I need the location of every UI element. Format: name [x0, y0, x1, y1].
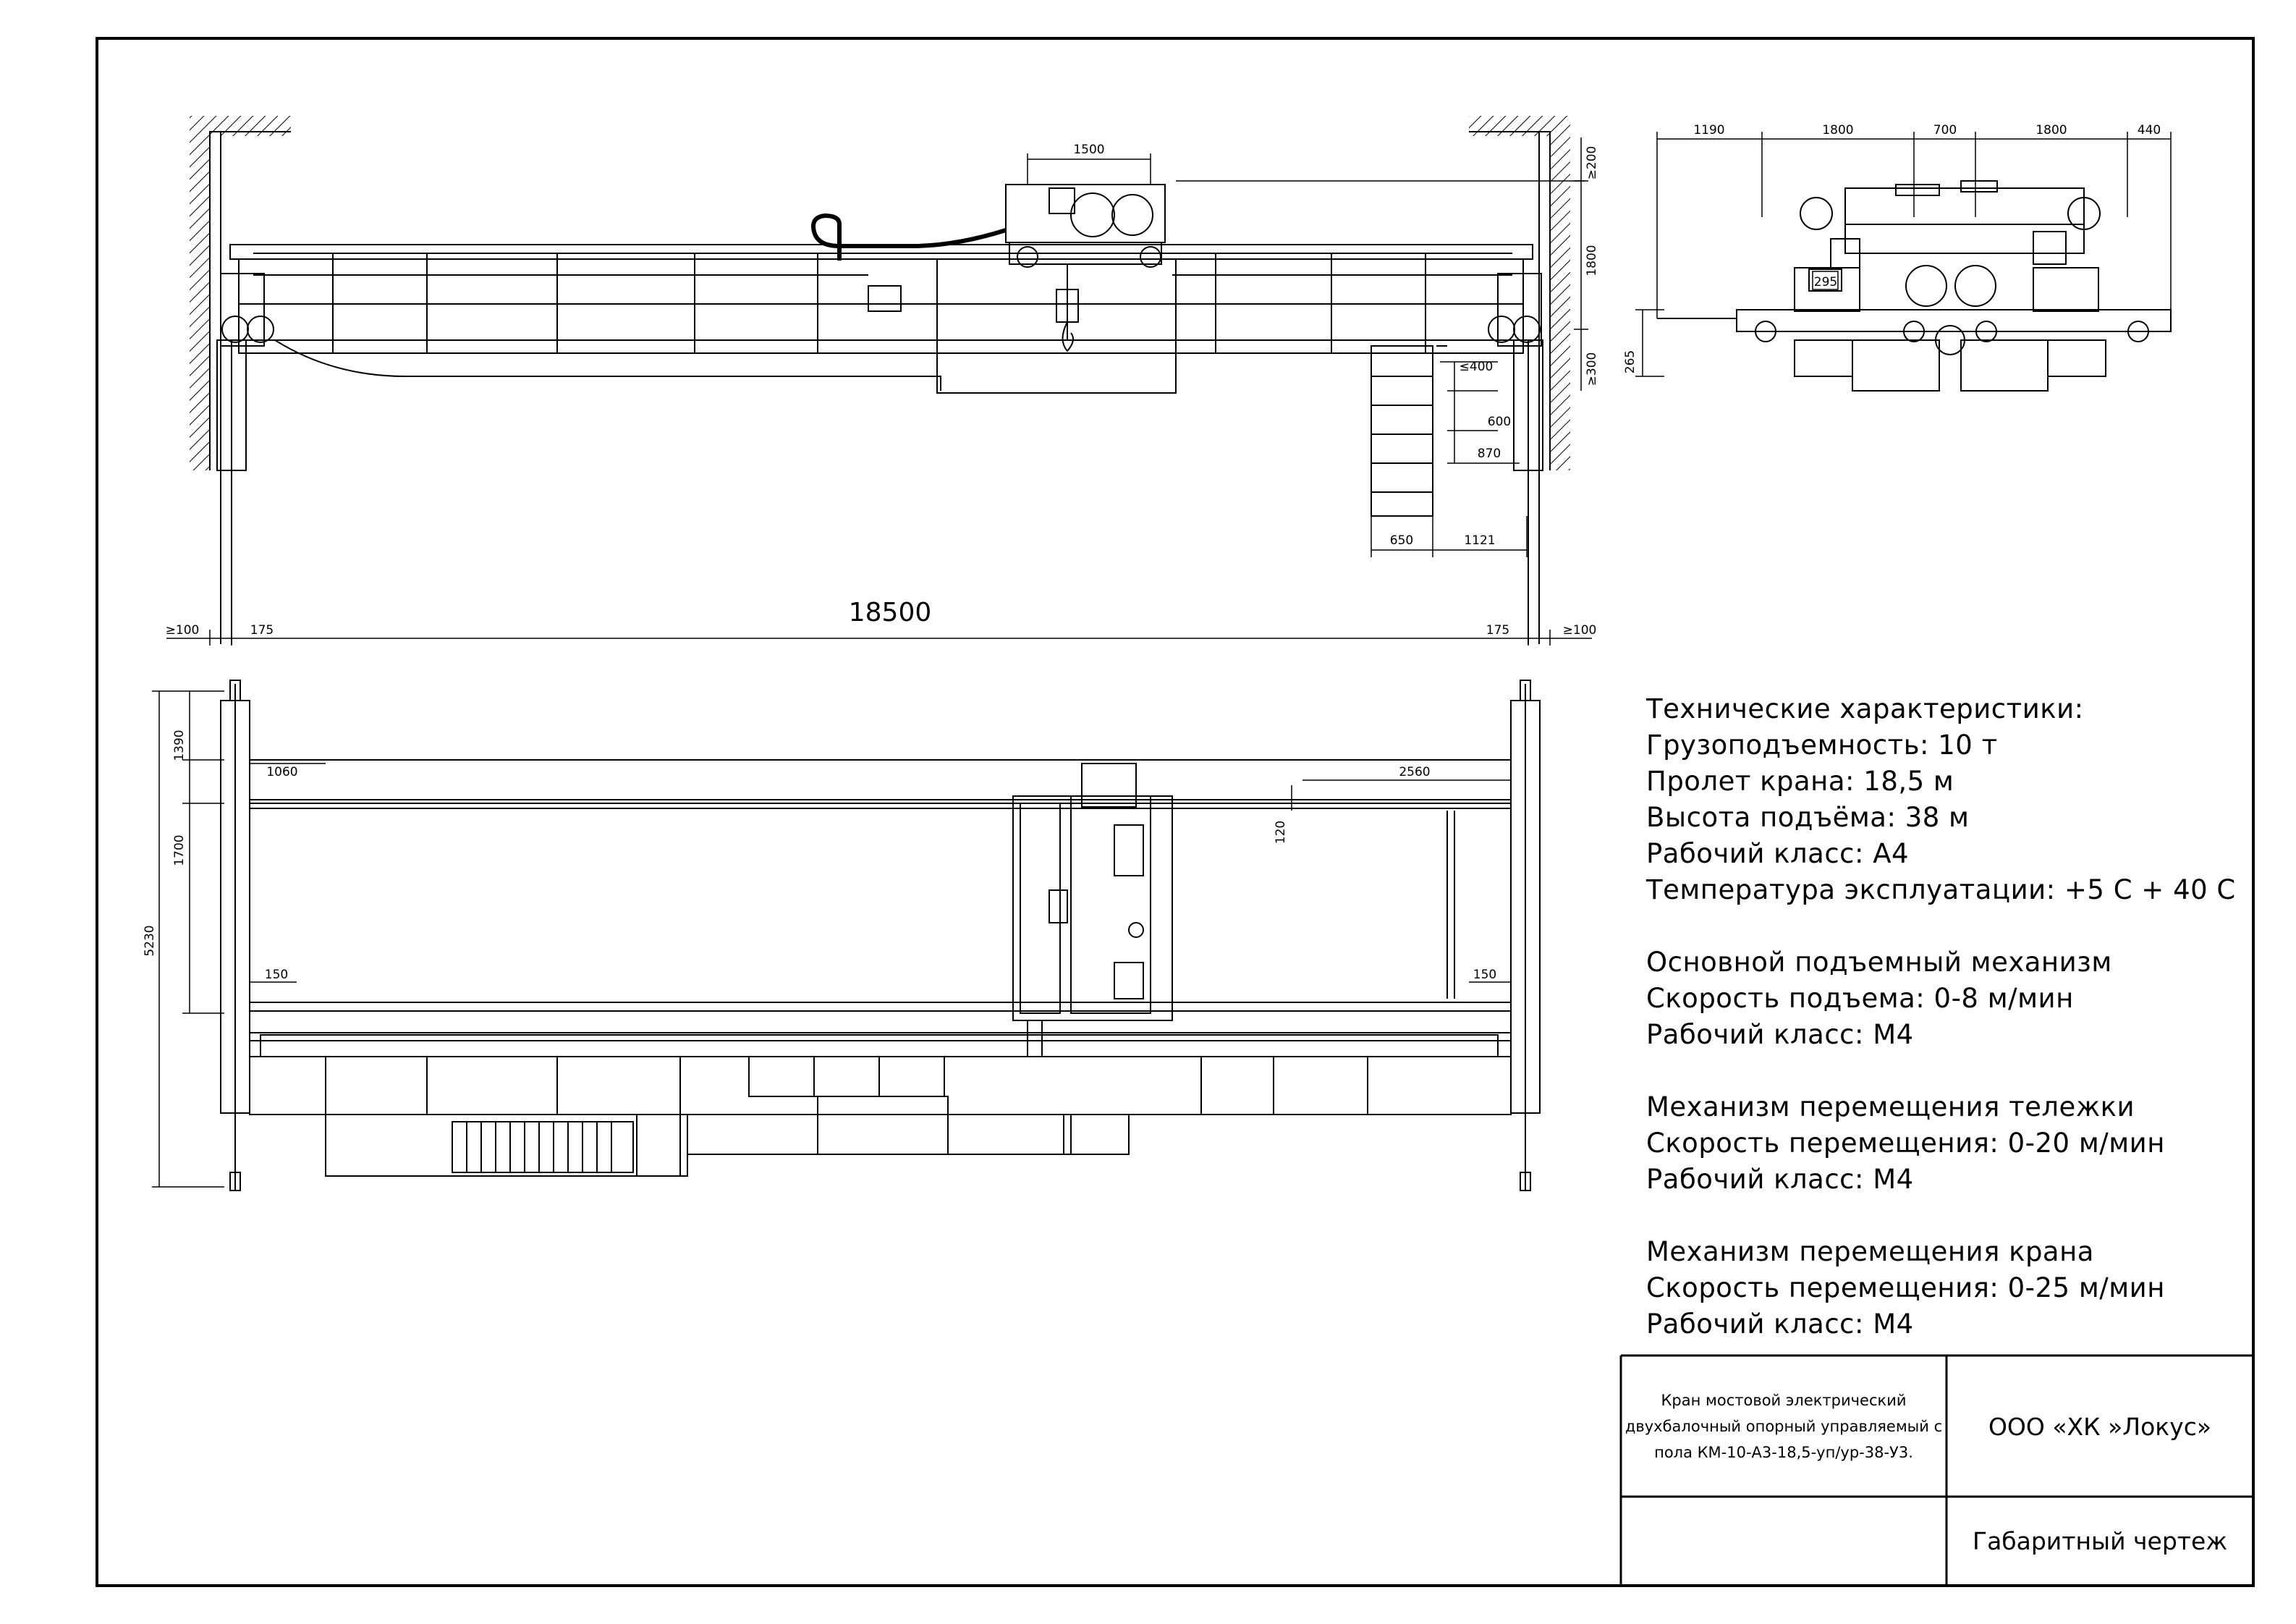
end-view-dimensions	[1635, 132, 2172, 377]
dim-ladder-offset-1: 600	[1488, 415, 1511, 429]
dim-ladder-position: 1121	[1464, 533, 1495, 548]
spec-capacity: Грузоподъемность: 10 т	[1646, 729, 1998, 761]
end-view	[1657, 180, 2172, 392]
spec-span: Пролет крана: 18,5 м	[1646, 766, 1954, 797]
side-view-dimension-labels: 1500 ≥200 1800 ≥300 ≤400 600 870 650 112…	[166, 143, 1599, 638]
dim-right-rail-offset: 175	[1486, 623, 1509, 638]
end-view-dimension-labels: 1190 1800 700 1800 440 295 265	[1623, 123, 2161, 373]
dim-left-rail-offset: 175	[250, 623, 274, 638]
side-elevation-view	[190, 116, 1570, 644]
dim-end-seg-4: 1800	[2036, 123, 2067, 138]
title-block-frame	[1619, 1354, 2253, 1586]
dim-end-seg-3: 700	[1933, 123, 1957, 138]
spec-duty-class: Рабочий класс: А4	[1646, 838, 1910, 869]
spec-trolley-speed: Скорость перемещения: 0-20 м/мин	[1646, 1128, 2165, 1159]
dim-end-small: 295	[1814, 275, 1837, 289]
plan-view-dimensions	[152, 690, 1511, 1188]
spec-crane-class: Рабочий класс: М4	[1646, 1308, 1914, 1340]
dim-rail-height: 265	[1623, 350, 1638, 373]
title-block-company: ООО «ХК »Локус»	[1988, 1412, 2212, 1441]
spec-trolley-heading: Механизм перемещения тележки	[1646, 1091, 2135, 1122]
title-block-product: Кран мостовой электрический двухбалочный…	[1623, 1358, 1944, 1495]
product-line-2: двухбалочный опорный управляемый с	[1624, 1418, 1943, 1435]
dim-clearance-top: ≥200	[1585, 146, 1599, 180]
title-block-drawing-type: Габаритный чертеж	[1972, 1527, 2228, 1555]
dim-ladder-offset-2: 870	[1478, 447, 1501, 461]
dim-left-clearance: ≥100	[166, 623, 200, 638]
dim-trolley-wheelbase: 1500	[1073, 143, 1104, 157]
technical-specifications: Технические характеристики: Грузоподъемн…	[1646, 691, 2236, 1342]
product-line-3: пола КМ-10-А3-18,5-уп/ур-38-У3.	[1654, 1444, 1913, 1461]
plan-view-dimension-labels: 1390 1700 5230 1060 2560 120 150 150	[143, 729, 1496, 982]
dim-left-stop: 1060	[266, 765, 297, 779]
spec-trolley-class: Рабочий класс: М4	[1646, 1164, 1914, 1195]
dim-stop-offset: 120	[1274, 821, 1288, 844]
dim-right-buffer: 150	[1473, 968, 1496, 982]
dim-right-clearance: ≥100	[1563, 623, 1597, 638]
drawing-frame	[96, 37, 2255, 1587]
dim-left-buffer: 150	[265, 968, 288, 982]
dim-right-stop: 2560	[1399, 765, 1430, 779]
spec-hoist-class: Рабочий класс: М4	[1646, 1019, 1914, 1050]
spec-temperature: Температура эксплуатации: +5 С + 40 С	[1646, 874, 2236, 905]
dim-walkway-offset: ≤400	[1460, 360, 1494, 374]
dim-height: 1800	[1585, 245, 1599, 276]
dim-span: 18500	[849, 598, 932, 627]
dim-end-seg-2: 1800	[1822, 123, 1853, 138]
product-line-1: Кран мостовой электрический	[1661, 1392, 1907, 1409]
spec-heading: Технические характеристики:	[1646, 693, 2084, 724]
dim-between-girders: 1700	[172, 834, 187, 866]
dim-end-seg-1: 1190	[1693, 123, 1724, 138]
spec-lift-height: Высота подъёма: 38 м	[1646, 802, 1970, 833]
dim-end-upper: 1390	[172, 729, 187, 761]
spec-hoist-heading: Основной подъемный механизм	[1646, 947, 2112, 978]
plan-view	[220, 680, 1541, 1191]
dim-total-width: 5230	[143, 925, 157, 956]
dim-clearance-bottom: ≥300	[1585, 352, 1599, 386]
side-view-dimensions	[166, 138, 1592, 646]
spec-crane-speed: Скорость перемещения: 0-25 м/мин	[1646, 1272, 2165, 1303]
spec-hoist-speed: Скорость подъема: 0-8 м/мин	[1646, 983, 2074, 1014]
spec-crane-heading: Механизм перемещения крана	[1646, 1236, 2094, 1267]
dim-ladder-width: 650	[1390, 533, 1413, 548]
dim-end-seg-5: 440	[2138, 123, 2161, 138]
